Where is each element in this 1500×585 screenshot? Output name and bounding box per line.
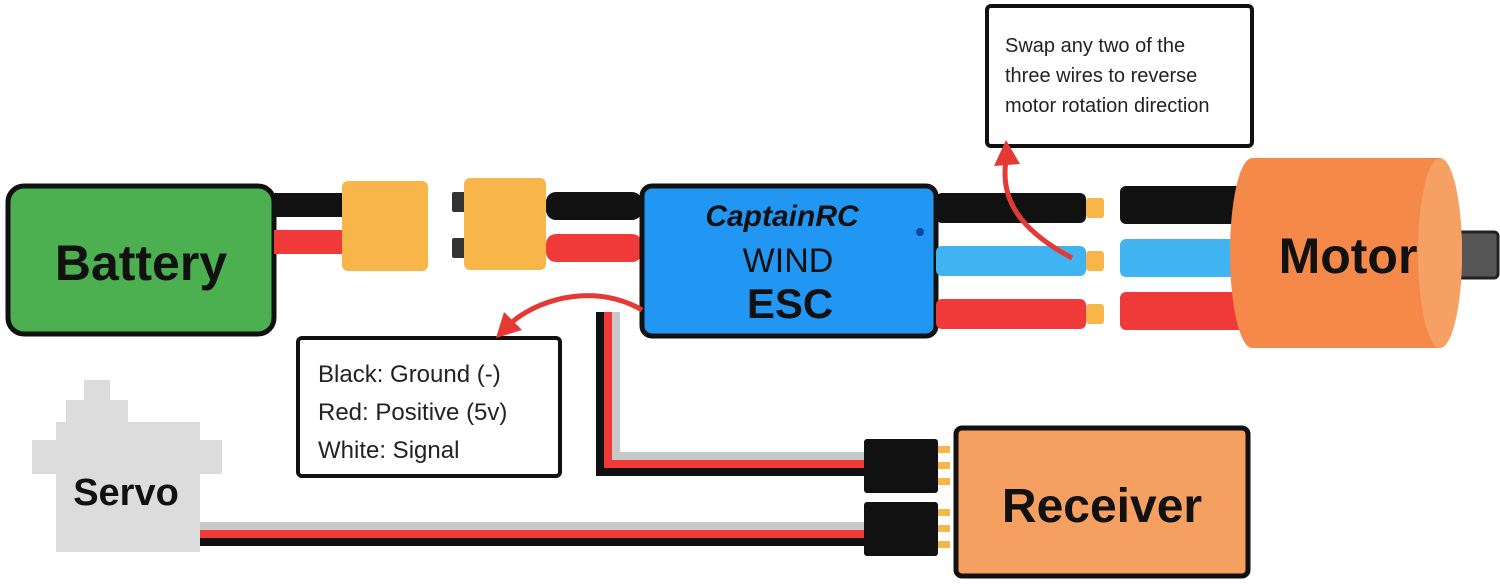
esc-model: WIND <box>743 242 834 280</box>
esc-black-input-wire <box>546 192 642 220</box>
reverse-note-line-1: Swap any two of the <box>1005 35 1185 57</box>
signal-note: Black: Ground (-) Red: Positive (5v) Whi… <box>296 336 562 478</box>
battery-leads <box>274 193 346 254</box>
reverse-note-line-3: motor rotation direction <box>1005 95 1210 117</box>
esc-led <box>916 228 924 236</box>
reverse-note-line-2: three wires to reverse <box>1005 65 1197 87</box>
esc-label: ESC <box>747 280 833 327</box>
signal-arrow-head <box>496 312 522 338</box>
esc-signal-plug <box>864 439 938 493</box>
motor-red-wire <box>1120 292 1248 330</box>
servo-plug <box>864 502 938 556</box>
servo-label: Servo <box>73 472 179 514</box>
esc-motor-leads <box>936 193 1104 329</box>
plug-pin-6 <box>938 541 950 548</box>
motor-black-wire <box>1120 186 1248 224</box>
signal-note-arrow <box>496 293 644 338</box>
battery-label: Battery <box>55 235 227 291</box>
motor-leads <box>1120 186 1248 330</box>
battery: Battery <box>5 183 277 337</box>
esc-input-leads <box>546 192 642 262</box>
servo: Servo <box>32 380 222 552</box>
reverse-note: Swap any two of the three wires to rever… <box>985 4 1254 148</box>
xt-pin-top <box>452 192 466 212</box>
reverse-note-box <box>985 4 1254 148</box>
esc-signal-black-wire <box>596 312 868 476</box>
servo-cable <box>200 522 868 546</box>
bullet-plug-2 <box>1086 251 1104 271</box>
esc-red-input-wire <box>546 234 642 262</box>
battery-black-wire <box>274 193 346 217</box>
esc-brand: CaptainRC <box>705 200 860 233</box>
receiver-plugs <box>864 439 950 556</box>
motor: Motor <box>1230 158 1500 348</box>
esc-motor-red-wire <box>936 299 1086 329</box>
signal-note-line-3: White: Signal <box>318 437 459 464</box>
reverse-arrow-curve <box>1002 159 1074 261</box>
plug-pin-5 <box>938 525 950 532</box>
bullet-plug-1 <box>1086 198 1104 218</box>
plug-pin-2 <box>938 462 950 469</box>
motor-label: Motor <box>1279 228 1418 284</box>
plug-pin-1 <box>938 446 950 453</box>
esc-xt-body <box>464 178 546 270</box>
reverse-arrow-head <box>994 140 1020 166</box>
motor-end-cap <box>1418 158 1462 348</box>
bullet-plug-3 <box>1086 304 1104 324</box>
esc: CaptainRC WIND ESC <box>639 183 939 339</box>
signal-note-box <box>296 336 562 478</box>
esc-xt-connector <box>452 178 546 270</box>
signal-note-line-1: Black: Ground (-) <box>318 361 501 388</box>
servo-body <box>56 422 200 552</box>
receiver-body <box>953 425 1251 579</box>
signal-note-line-2: Red: Positive (5v) <box>318 399 507 426</box>
battery-body <box>5 183 277 337</box>
esc-motor-blue-wire <box>936 246 1086 276</box>
reverse-note-arrow <box>994 140 1074 261</box>
plug-pin-4 <box>938 509 950 516</box>
motor-body <box>1230 158 1462 348</box>
esc-motor-black-wire <box>936 193 1086 223</box>
receiver-label: Receiver <box>1002 480 1202 533</box>
esc-signal-red-wire <box>604 312 868 468</box>
battery-red-wire <box>274 230 346 254</box>
xt-pin-bottom <box>452 238 466 258</box>
motor-blue-wire <box>1120 239 1248 277</box>
esc-signal-white-wire <box>612 312 868 460</box>
plug-pin-3 <box>938 478 950 485</box>
signal-arrow-curve <box>510 293 644 324</box>
receiver: Receiver <box>953 425 1251 579</box>
battery-xt-connector <box>342 181 428 271</box>
esc-signal-cable <box>596 312 868 476</box>
